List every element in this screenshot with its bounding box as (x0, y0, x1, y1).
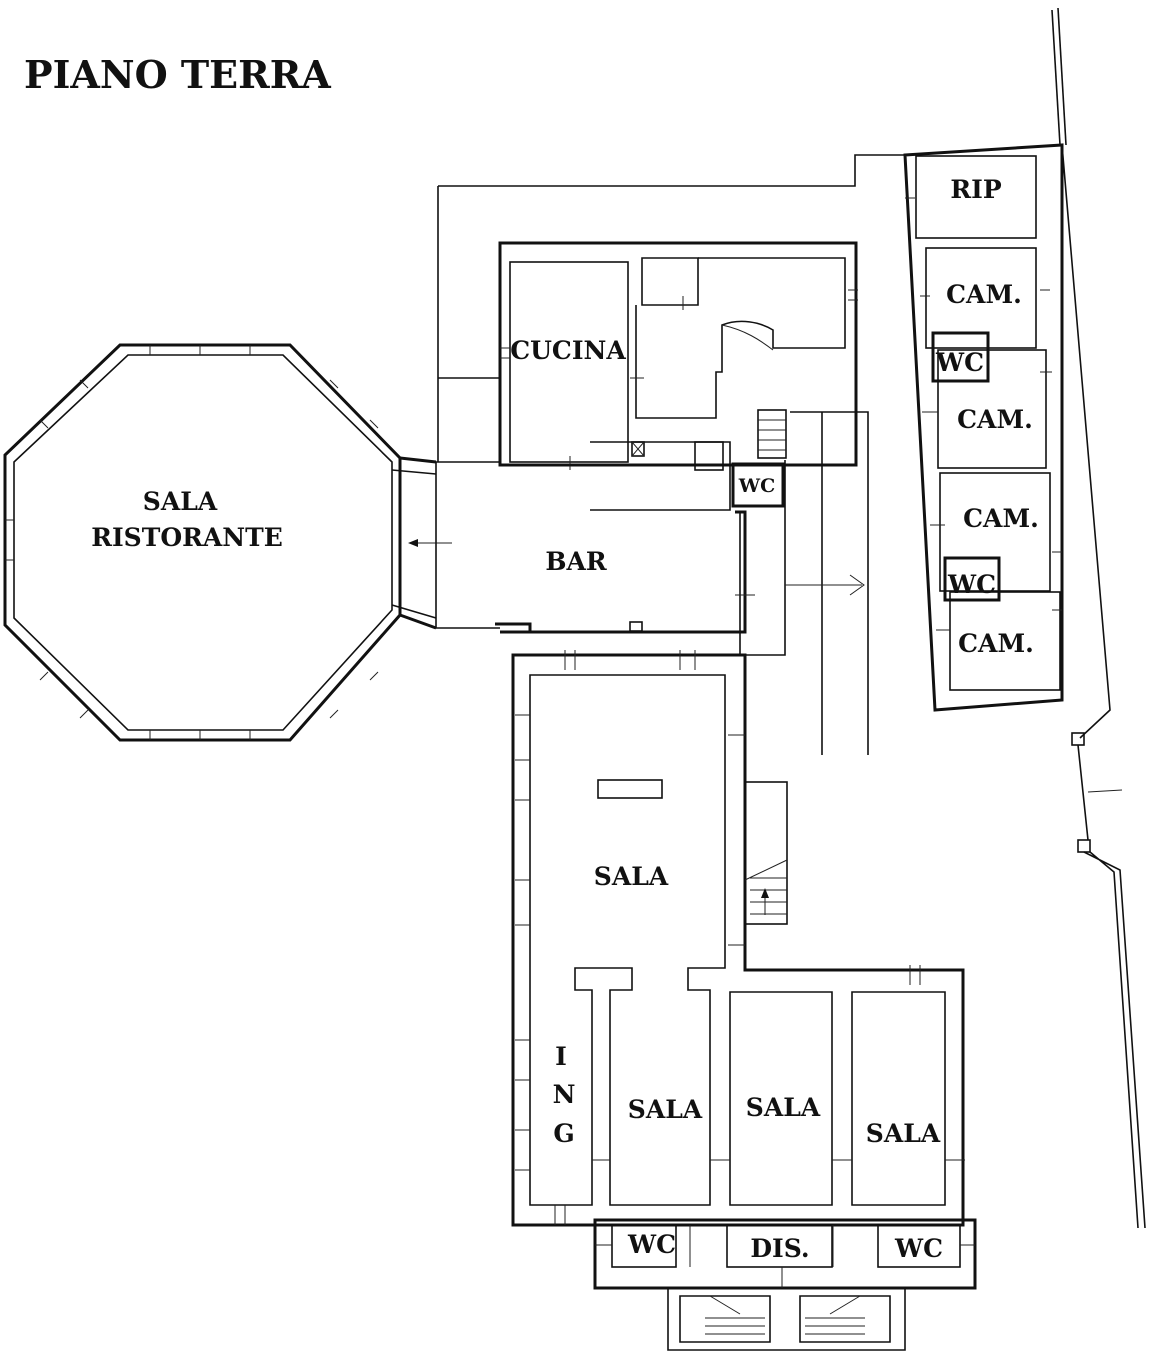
plan-title: PIANO TERRA (24, 52, 331, 97)
label-cam-4: CAM. (958, 629, 1034, 658)
label-wc-right: WC (894, 1234, 943, 1263)
label-sala-main: SALA (594, 862, 669, 891)
bottom-strip (593, 1218, 977, 1351)
label-sala-ristorante-2: RISTORANTE (91, 523, 283, 552)
label-cam-2: CAM. (957, 405, 1033, 434)
driveway (785, 411, 869, 755)
label-sala-a: SALA (628, 1095, 703, 1124)
label-ing-3: G (553, 1119, 574, 1148)
label-wc-1: WC (935, 348, 984, 377)
label-ing-1: I (555, 1042, 567, 1071)
room-labels: SALA RISTORANTE CUCINA BAR WC RIP CAM. W… (91, 175, 1039, 1263)
label-sala-c: SALA (866, 1119, 941, 1148)
label-wc-left: WC (627, 1230, 676, 1259)
label-bar: BAR (545, 547, 607, 576)
label-dis: DIS. (750, 1234, 809, 1263)
label-sala-b: SALA (746, 1093, 821, 1122)
label-cam-3: CAM. (963, 504, 1039, 533)
label-cucina: CUCINA (510, 336, 626, 365)
camere-block (903, 7, 1146, 1229)
lower-block (511, 650, 965, 1227)
label-ing-2: N (553, 1080, 576, 1109)
label-sala-ristorante-1: SALA (143, 487, 218, 516)
bar-room (435, 460, 786, 656)
label-cam-1: CAM. (946, 280, 1022, 309)
cucina-block (437, 154, 905, 511)
label-wc-2: WC (947, 570, 996, 599)
label-wc-bar: WC (738, 475, 775, 497)
label-rip: RIP (950, 175, 1001, 204)
sala-ristorante-room (3, 343, 452, 742)
